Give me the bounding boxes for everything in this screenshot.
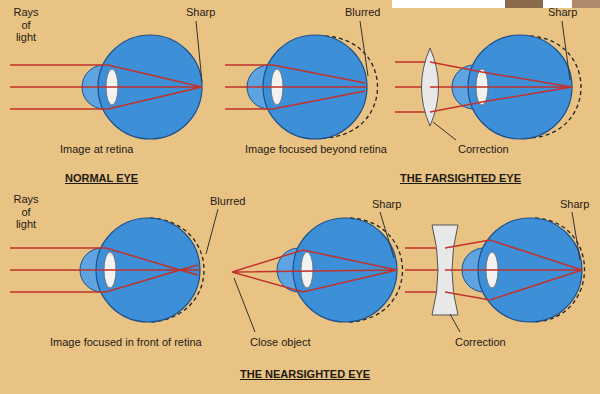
section-heading: NORMAL EYE bbox=[65, 172, 138, 185]
caption-label: Image at retina bbox=[60, 143, 133, 156]
focus-label: Blurred bbox=[345, 6, 380, 19]
focus-label: Sharp bbox=[372, 198, 401, 211]
focus-label: Blurred bbox=[210, 195, 245, 208]
caption-label: Image focused in front of retina bbox=[50, 336, 202, 349]
lens-label: Correction bbox=[458, 143, 509, 156]
focus-label: Sharp bbox=[560, 198, 589, 211]
light-ray bbox=[225, 65, 367, 109]
leader-line bbox=[234, 278, 255, 332]
light-ray bbox=[430, 62, 572, 112]
leader-line bbox=[433, 122, 456, 140]
light-ray bbox=[232, 250, 397, 292]
light-ray bbox=[10, 65, 202, 109]
leader-line bbox=[450, 314, 460, 332]
section-heading: THE FARSIGHTED EYE bbox=[400, 172, 521, 185]
leader-line bbox=[206, 209, 218, 254]
leader-line bbox=[360, 21, 368, 76]
lens-label: Correction bbox=[455, 336, 506, 349]
ray-label: Rays of light bbox=[10, 6, 42, 44]
leader-line bbox=[572, 212, 580, 260]
leader-line bbox=[380, 212, 394, 258]
leader-line bbox=[196, 21, 202, 82]
leader-line bbox=[562, 21, 570, 80]
photo-fragment bbox=[505, 0, 543, 8]
section-heading: THE NEARSIGHTED EYE bbox=[240, 368, 370, 381]
focus-label: Sharp bbox=[186, 6, 215, 19]
caption-label: Image focused beyond retina bbox=[245, 143, 387, 156]
eye-lens bbox=[301, 252, 313, 288]
object-label: Close object bbox=[250, 336, 311, 349]
light-ray bbox=[10, 248, 200, 292]
light-ray bbox=[445, 240, 582, 300]
ray-label: Rays of light bbox=[10, 193, 42, 231]
focus-label: Sharp bbox=[548, 6, 577, 19]
